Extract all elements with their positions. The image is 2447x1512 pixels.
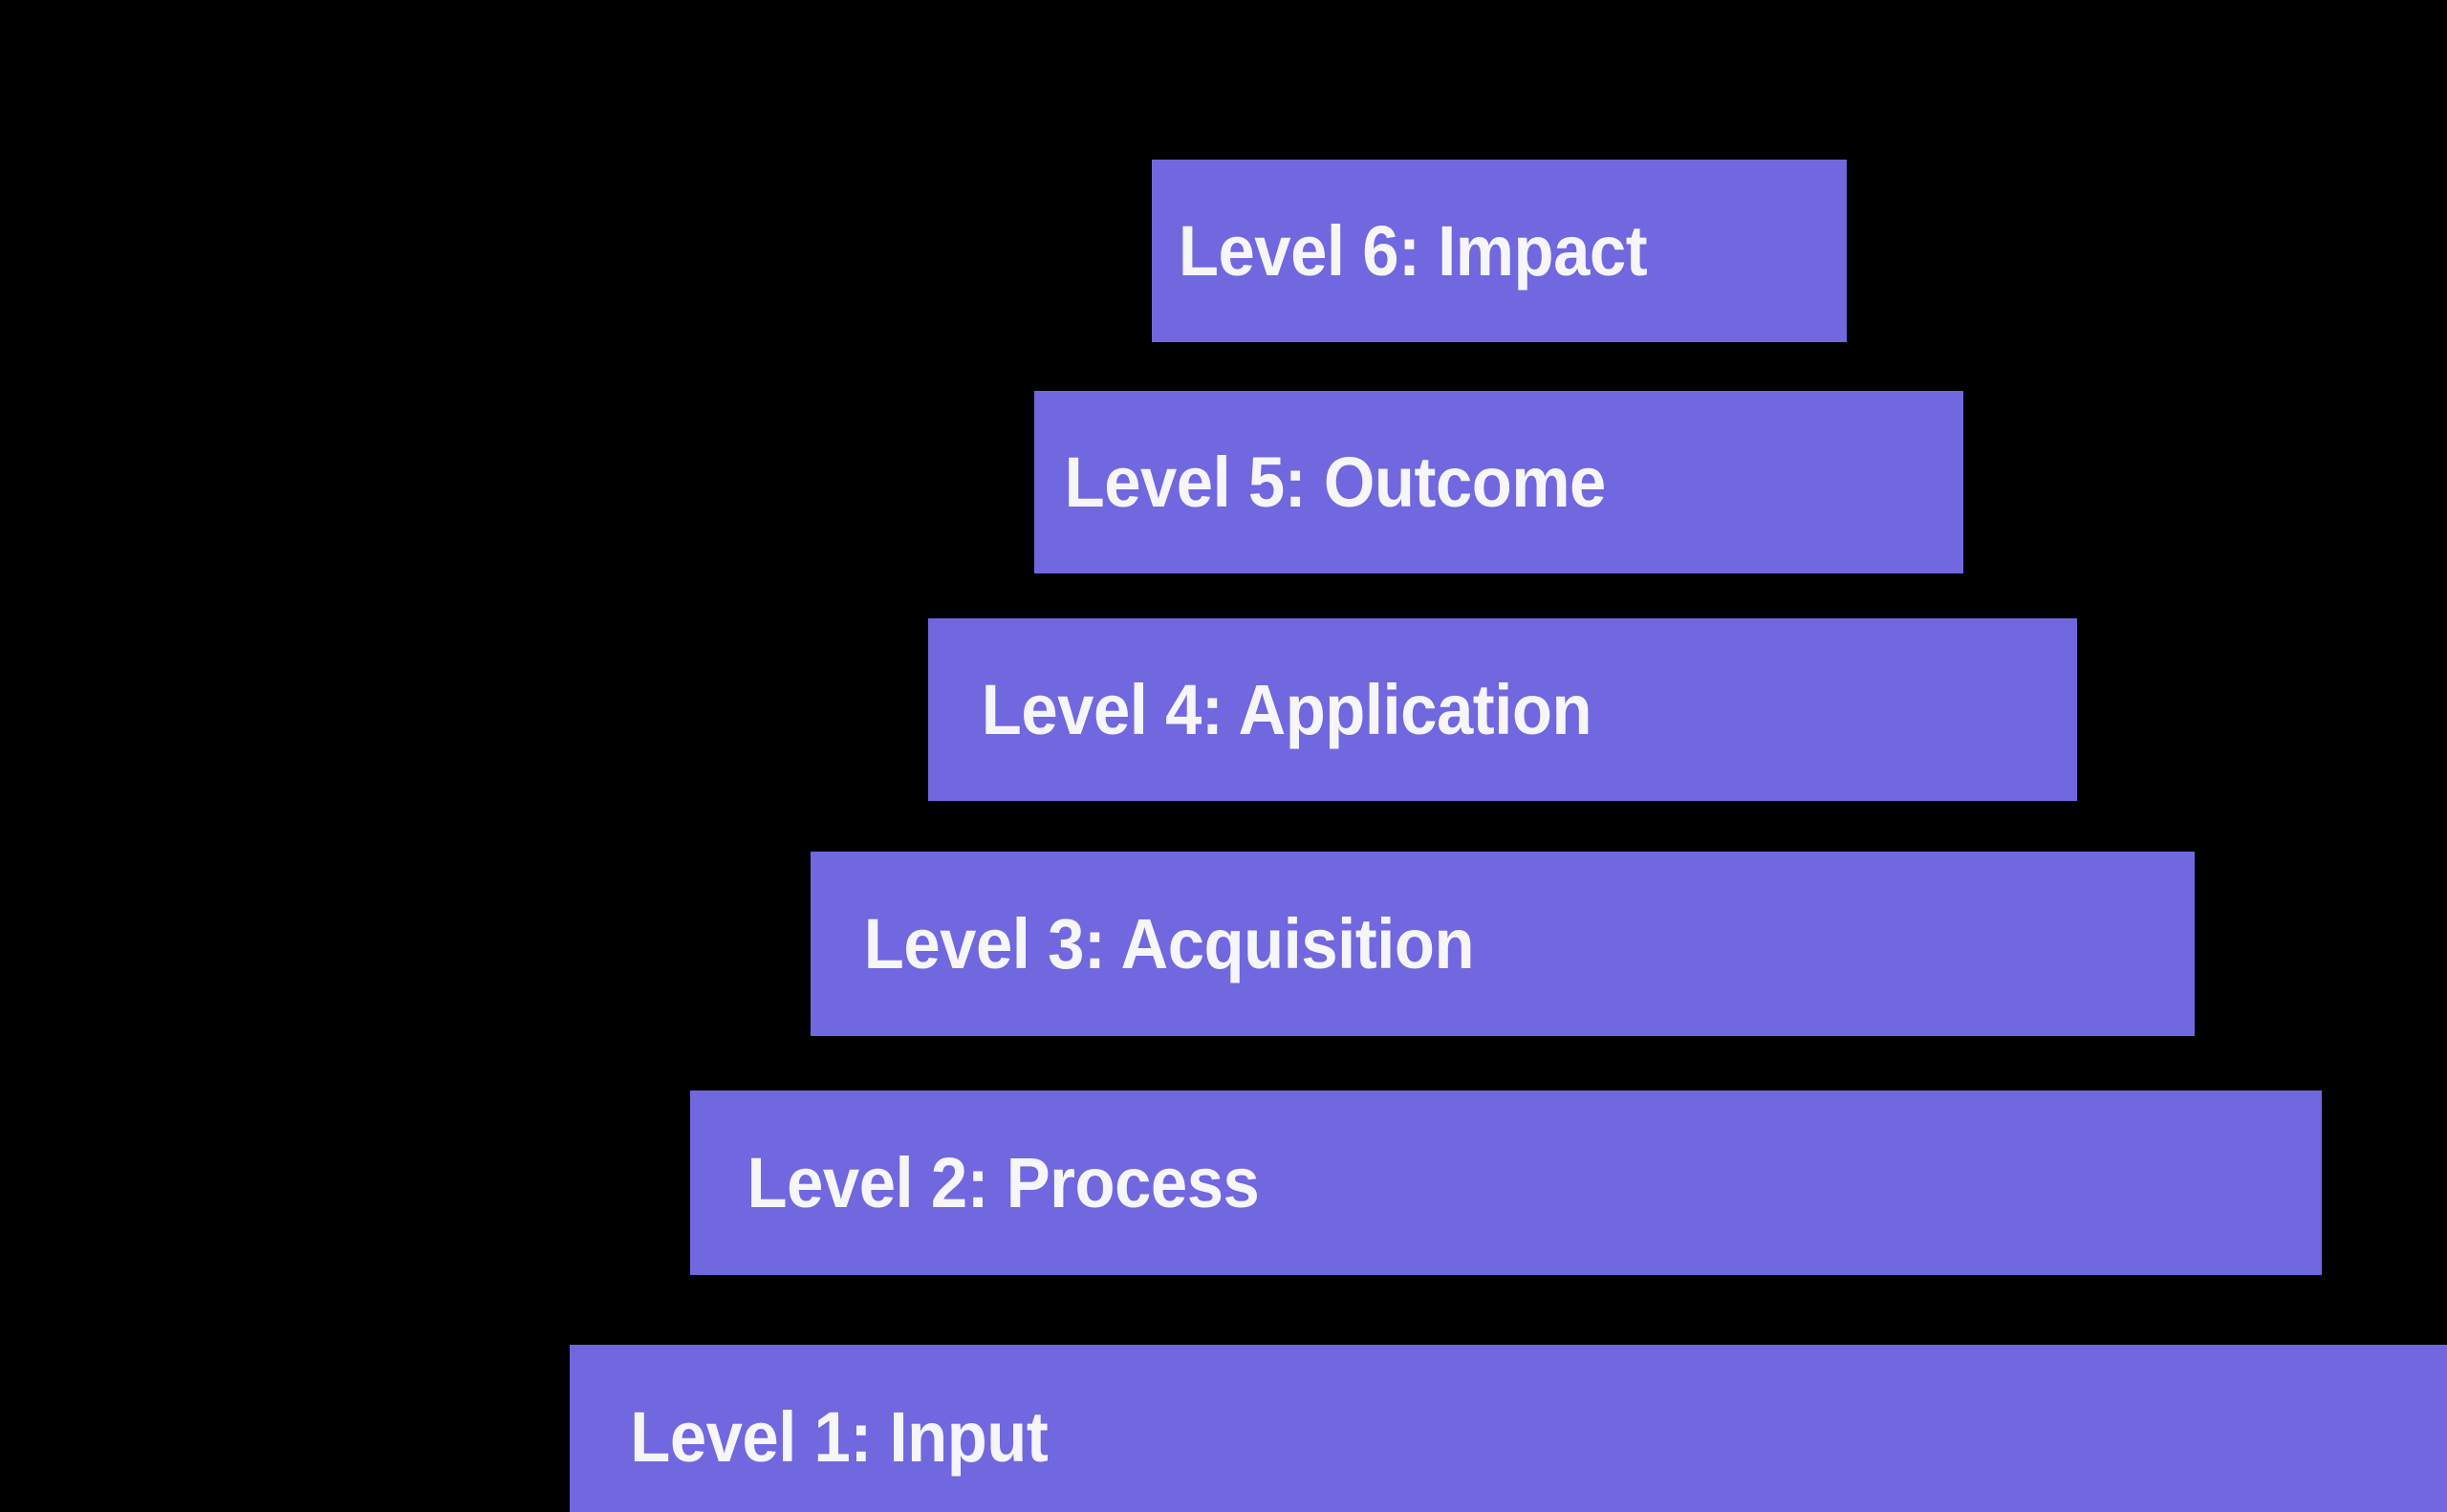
funnel-bar-label-level-5: Level 5: Outcome: [1064, 442, 1607, 522]
funnel-bar-label-level-6: Level 6: Impact: [1178, 210, 1648, 291]
funnel-bar-label-level-4: Level 4: Application: [981, 669, 1592, 749]
funnel-bar-level-3[interactable]: Level 3: Acquisition: [811, 852, 2195, 1036]
funnel-bar-level-1[interactable]: Level 1: Input: [570, 1345, 2447, 1512]
funnel-bar-label-level-3: Level 3: Acquisition: [863, 903, 1475, 983]
funnel-bar-label-level-2: Level 2: Process: [747, 1142, 1260, 1222]
funnel-bar-level-2[interactable]: Level 2: Process: [690, 1091, 2322, 1275]
funnel-bar-level-6[interactable]: Level 6: Impact: [1152, 160, 1847, 342]
funnel-bar-level-5[interactable]: Level 5: Outcome: [1034, 391, 1963, 573]
funnel-bar-level-4[interactable]: Level 4: Application: [928, 618, 2077, 801]
funnel-bar-label-level-1: Level 1: Input: [630, 1396, 1049, 1477]
